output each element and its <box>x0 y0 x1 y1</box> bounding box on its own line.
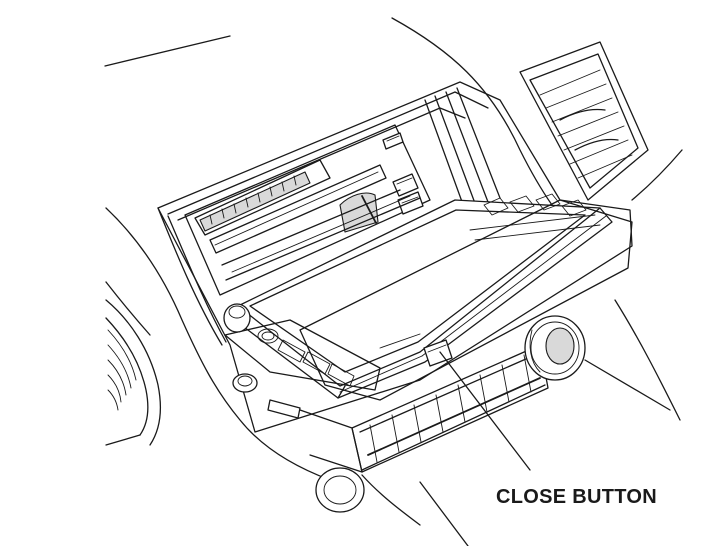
knob-leader <box>584 359 671 411</box>
control-knob <box>524 315 586 381</box>
leader-lines <box>419 351 671 546</box>
right-air-vent <box>519 41 649 201</box>
close-button-leader <box>439 351 531 471</box>
left-air-vent <box>105 299 161 446</box>
close-button-label: CLOSE BUTTON <box>496 486 657 508</box>
audio-head-unit <box>184 124 431 296</box>
dashboard-contour <box>104 17 683 481</box>
small-knob <box>232 373 301 419</box>
lower-button-bank <box>299 344 549 526</box>
fold-down-display-panel <box>231 199 613 399</box>
lower-bank-leader <box>419 481 469 546</box>
